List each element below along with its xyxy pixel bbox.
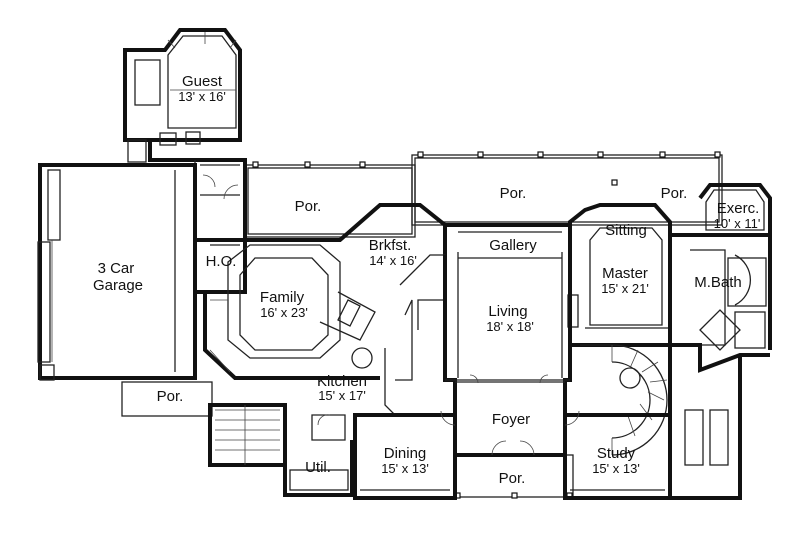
room-name-sitting: Sitting [605,222,647,239]
room-name-porch-front: Por. [499,470,526,487]
room-name-living: Living [488,303,527,320]
room-size-guest: 13' x 16' [178,89,226,104]
room-name-porch-east: Por. [661,185,688,202]
room-name-porch-center: Por. [500,185,527,202]
room-name-porch-sw: Por. [157,388,184,405]
room-name-garage: 3 Car Garage [93,260,143,294]
util-walls [208,403,354,497]
room-name-kitchen: Kitchen [317,373,367,390]
room-name-master: Master [602,265,648,282]
room-name-gallery: Gallery [489,237,537,254]
room-size-family: 16' x 23' [260,305,308,320]
room-name-dining: Dining [384,445,427,462]
east-corridor-walls [668,345,742,500]
room-size-study: 15' x 13' [592,461,640,476]
garage-walls [37,163,197,381]
room-size-dining: 15' x 13' [381,461,429,476]
garage-line-1: 3 Car [98,260,135,277]
guest-wing-walls [123,28,247,240]
room-name-foyer: Foyer [492,411,530,428]
room-name-exercise: Exerc. [717,200,760,217]
ho-walls [195,238,247,294]
room-name-brkfst: Brkfst. [369,237,412,254]
room-name-mbath: M.Bath [694,274,742,291]
bath-walls [670,183,772,373]
garage-line-2: Garage [93,277,143,294]
room-name-ho: H.O. [206,253,237,270]
spiral-stair [580,344,668,456]
room-labels: Guest 13' x 16' 3 Car Garage Por. Por. P… [93,73,760,487]
family-kitchen-walls [203,203,447,416]
room-name-porch-west: Por. [295,198,322,215]
room-size-living: 18' x 18' [486,319,534,334]
room-name-guest: Guest [182,73,223,90]
room-size-brkfst: 14' x 16' [369,253,417,268]
room-size-exercise: 10' x 11' [714,216,761,231]
room-size-master: 15' x 21' [601,281,649,296]
room-name-study: Study [597,445,636,462]
room-size-kitchen: 15' x 17' [318,388,366,403]
room-name-family: Family [260,289,305,306]
porch-posts [252,151,721,499]
room-name-util: Util. [305,459,331,476]
